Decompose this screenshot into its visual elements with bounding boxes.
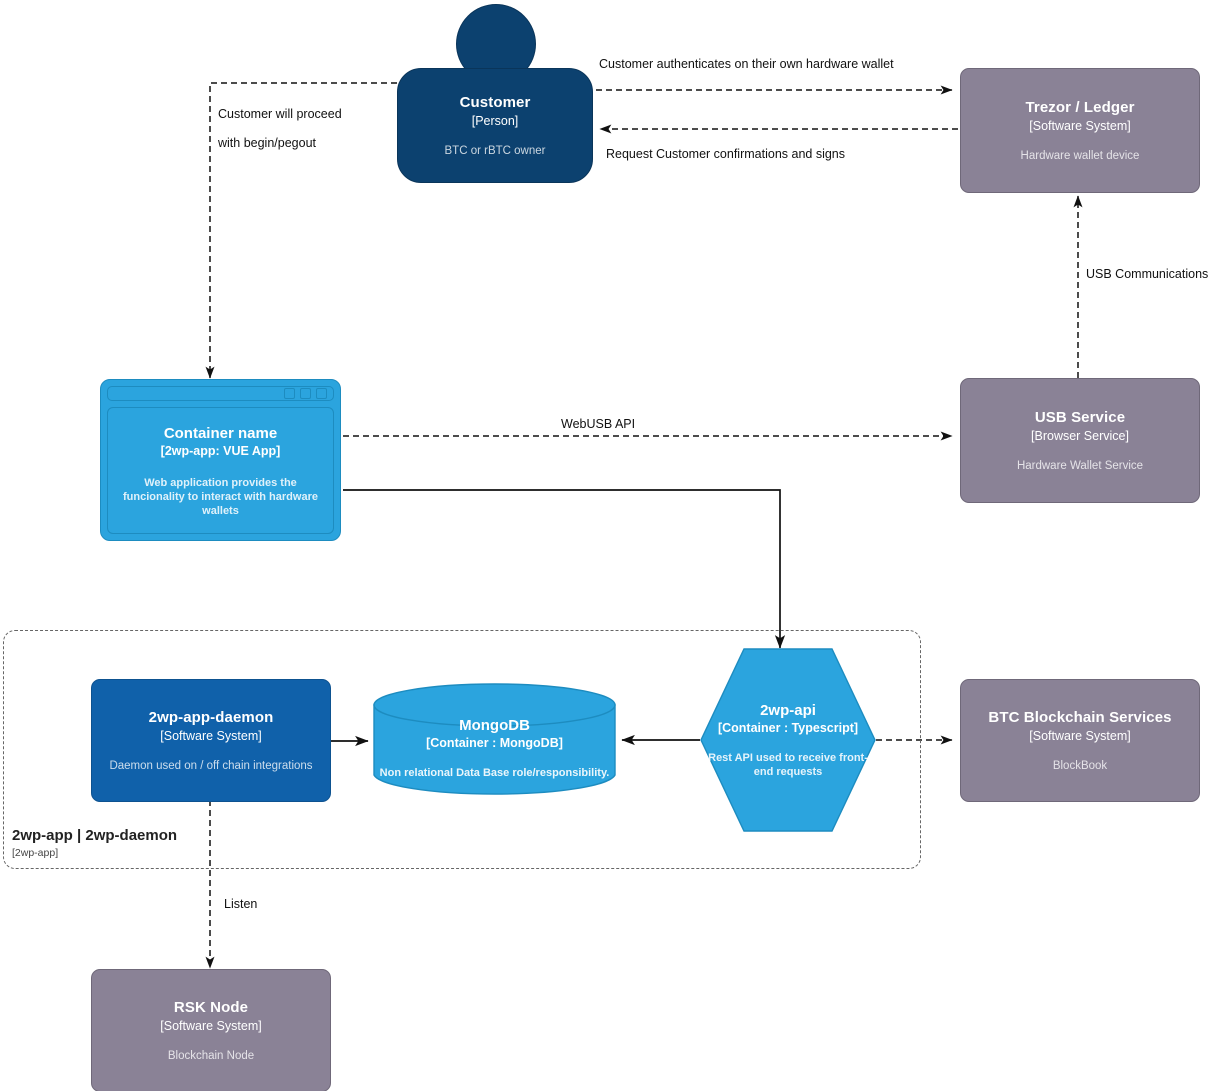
node-mongodb[interactable]: MongoDB [Container : MongoDB] Non relati… [373, 683, 616, 797]
rsk-node-title: RSK Node [173, 998, 249, 1016]
daemon-type: [Software System] [160, 728, 262, 743]
node-2wp-app-daemon[interactable]: 2wp-app-daemon [Software System] Daemon … [91, 679, 331, 802]
usb-service-description: Hardware Wallet Service [1016, 459, 1144, 472]
hexagon-shape-icon [700, 648, 876, 832]
customer-title: Customer [459, 93, 531, 111]
rsk-node-type: [Software System] [160, 1018, 262, 1033]
edge-label-customer-to-app-line1: Customer will proceed [218, 107, 342, 121]
daemon-title: 2wp-app-daemon [148, 708, 274, 726]
trezor-ledger-title: Trezor / Ledger [1025, 98, 1135, 116]
edge-label-trezor-to-customer: Request Customer confirmations and signs [606, 147, 846, 161]
node-2wp-api[interactable]: 2wp-api [Container : Typescript] Rest AP… [700, 648, 876, 832]
boundary-type: [2wp-app] [12, 847, 59, 859]
usb-service-title: USB Service [1034, 408, 1126, 426]
container-name-type: [2wp-app: VUE App] [160, 443, 281, 458]
browser-minimize-icon[interactable] [284, 388, 295, 399]
node-trezor-ledger[interactable]: Trezor / Ledger [Software System] Hardwa… [960, 68, 1200, 193]
edge-app-to-api [343, 489, 786, 649]
browser-close-icon[interactable] [316, 388, 327, 399]
trezor-ledger-type: [Software System] [1029, 118, 1131, 133]
boundary-2wp-app [3, 630, 921, 869]
edge-label-webusb-api: WebUSB API [561, 417, 636, 431]
container-name-description: Web application provides the funcionalit… [123, 476, 318, 517]
edge-label-customer-to-app-line2: with begin/pegout [218, 136, 316, 150]
node-rsk-node[interactable]: RSK Node [Software System] Blockchain No… [91, 969, 331, 1091]
trezor-ledger-description: Hardware wallet device [1020, 149, 1140, 162]
browser-maximize-icon[interactable] [300, 388, 311, 399]
customer-description: BTC or rBTC owner [444, 144, 546, 157]
boundary-label: 2wp-app | 2wp-daemon [2wp-app] [12, 826, 177, 860]
boundary-name: 2wp-app | 2wp-daemon [12, 827, 178, 844]
node-customer[interactable]: Customer [Person] BTC or rBTC owner [397, 68, 593, 183]
btc-services-description: BlockBook [1052, 759, 1108, 772]
btc-services-type: [Software System] [1029, 728, 1131, 743]
cylinder-shape-icon [373, 683, 616, 795]
edge-customer-to-app [205, 82, 397, 379]
node-btc-blockchain-services[interactable]: BTC Blockchain Services [Software System… [960, 679, 1200, 802]
container-name-title: Container name [163, 424, 278, 442]
customer-type: [Person] [471, 113, 519, 128]
edge-label-customer-to-trezor: Customer authenticates on their own hard… [599, 57, 894, 71]
usb-service-type: [Browser Service] [1031, 428, 1129, 443]
browser-title-bar [107, 386, 334, 401]
daemon-description: Daemon used on / off chain integrations [109, 759, 313, 772]
browser-content: Container name [2wp-app: VUE App] Web ap… [107, 407, 334, 534]
edge-label-usb-communications: USB Communications [1086, 267, 1209, 281]
rsk-node-description: Blockchain Node [167, 1049, 255, 1062]
edge-label-listen: Listen [224, 897, 258, 911]
node-usb-service[interactable]: USB Service [Browser Service] Hardware W… [960, 378, 1200, 503]
node-container-name[interactable]: Container name [2wp-app: VUE App] Web ap… [100, 379, 341, 541]
btc-services-title: BTC Blockchain Services [988, 708, 1172, 726]
